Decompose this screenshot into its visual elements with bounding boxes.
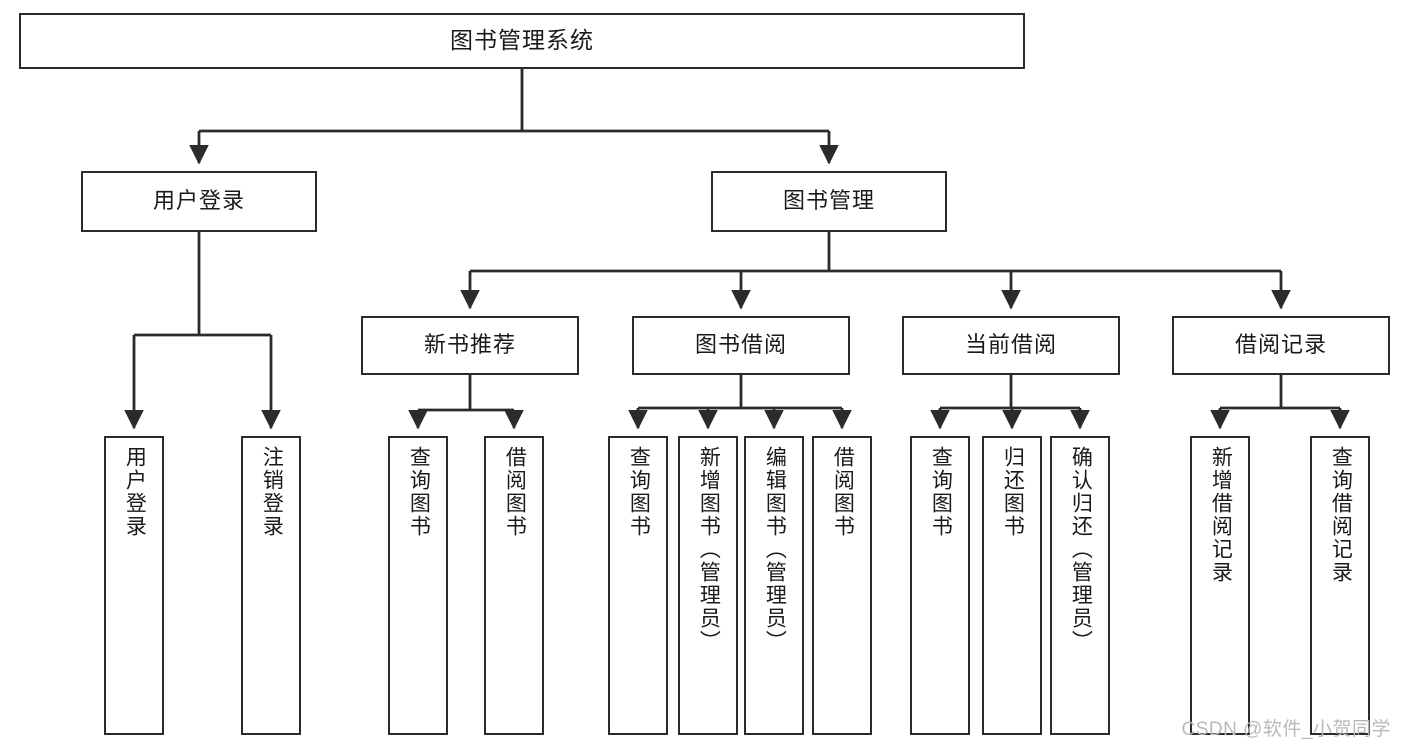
node-new-book-recommend[interactable]: 新书推荐 <box>361 316 579 375</box>
node-current-borrow[interactable]: 当前借阅 <box>902 316 1120 375</box>
node-leaf-query-borrow-record[interactable]: 查询借阅记录 <box>1310 436 1370 735</box>
node-leaf-add-borrow-record-label: 新增借阅记录 <box>1209 446 1233 584</box>
node-leaf-confirm-return-admin-label: 确认归还（管理员） <box>1069 446 1093 653</box>
node-leaf-confirm-return-admin[interactable]: 确认归还（管理员） <box>1050 436 1110 735</box>
node-leaf-add-borrow-record[interactable]: 新增借阅记录 <box>1190 436 1250 735</box>
node-root-label: 图书管理系统 <box>450 27 594 54</box>
node-leaf-borrow-book-label: 借阅图书 <box>831 446 855 538</box>
node-leaf-user-login[interactable]: 用户登录 <box>104 436 164 735</box>
node-leaf-return-book[interactable]: 归还图书 <box>982 436 1042 735</box>
node-leaf-return-book-label: 归还图书 <box>1001 446 1025 538</box>
node-leaf-borrow-book-recommend[interactable]: 借阅图书 <box>484 436 544 735</box>
watermark-text: CSDN @软件_小贺同学 <box>1181 719 1391 740</box>
node-user-login-label: 用户登录 <box>152 188 245 214</box>
node-book-manage[interactable]: 图书管理 <box>711 171 947 232</box>
node-new-book-recommend-label: 新书推荐 <box>423 332 516 358</box>
node-leaf-query-borrow-record-label: 查询借阅记录 <box>1329 446 1353 584</box>
node-leaf-edit-book-admin-label: 编辑图书（管理员） <box>763 446 787 653</box>
node-leaf-query-book-current-label: 查询图书 <box>929 446 953 538</box>
node-book-manage-label: 图书管理 <box>782 188 875 214</box>
node-leaf-edit-book-admin[interactable]: 编辑图书（管理员） <box>744 436 804 735</box>
node-user-login[interactable]: 用户登录 <box>81 171 317 232</box>
node-book-borrow[interactable]: 图书借阅 <box>632 316 850 375</box>
node-leaf-user-logout-label: 注销登录 <box>260 446 284 538</box>
node-leaf-query-book-recommend[interactable]: 查询图书 <box>388 436 448 735</box>
node-leaf-user-logout[interactable]: 注销登录 <box>241 436 301 735</box>
node-leaf-query-book-recommend-label: 查询图书 <box>407 446 431 538</box>
node-leaf-query-book-borrow[interactable]: 查询图书 <box>608 436 668 735</box>
node-leaf-query-book-borrow-label: 查询图书 <box>627 446 651 538</box>
node-leaf-borrow-book[interactable]: 借阅图书 <box>812 436 872 735</box>
node-leaf-user-login-label: 用户登录 <box>123 446 147 538</box>
node-leaf-borrow-book-recommend-label: 借阅图书 <box>503 446 527 538</box>
node-book-borrow-label: 图书借阅 <box>694 332 787 358</box>
node-leaf-add-book-admin-label: 新增图书（管理员） <box>697 446 721 653</box>
node-borrow-record[interactable]: 借阅记录 <box>1172 316 1390 375</box>
node-current-borrow-label: 当前借阅 <box>964 332 1057 358</box>
node-borrow-record-label: 借阅记录 <box>1234 332 1327 358</box>
node-leaf-query-book-current[interactable]: 查询图书 <box>910 436 970 735</box>
node-leaf-add-book-admin[interactable]: 新增图书（管理员） <box>678 436 738 735</box>
node-root-book-management-system[interactable]: 图书管理系统 <box>19 13 1025 69</box>
